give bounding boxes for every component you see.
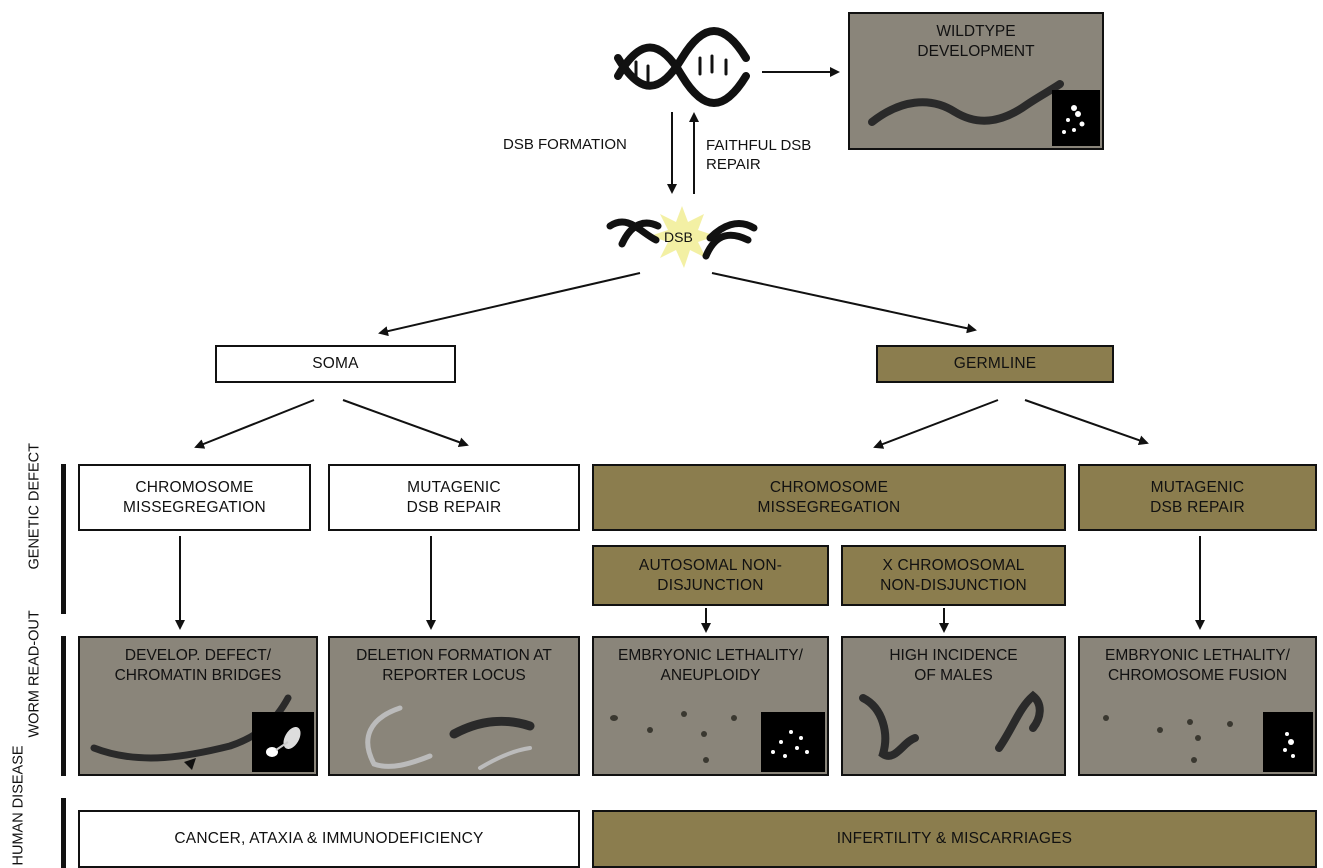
soma-missegregation-label: CHROMOSOME MISSEGREGATION — [123, 478, 266, 516]
soma-mutagenic-label: MUTAGENIC DSB REPAIR — [406, 478, 502, 516]
soma-missegregation-box: CHROMOSOME MISSEGREGATION — [78, 464, 311, 531]
worm-image — [859, 690, 1044, 760]
x-chromosomal-box: X CHROMOSOMAL NON-DISJUNCTION — [841, 545, 1066, 606]
soma-label: SOMA — [312, 355, 359, 372]
high-incidence-males-caption: HIGH INCIDENCE OF MALES — [889, 647, 1018, 684]
deletion-formation-caption: DELETION FORMATION AT REPORTER LOCUS — [356, 647, 552, 684]
germline-label: GERMLINE — [953, 355, 1037, 372]
embryonic-aneuploidy-micrograph: EMBRYONIC LETHALITY/ ANEUPLOIDY — [592, 636, 829, 776]
human-disease-bar — [61, 798, 66, 868]
human-disease-label: HUMAN DISEASE — [10, 745, 27, 866]
fusion-inset — [1263, 712, 1313, 772]
worm-image — [365, 705, 535, 770]
embryonic-fusion-micrograph: EMBRYONIC LETHALITY/ CHROMOSOME FUSION — [1078, 636, 1317, 776]
autosomal-label: AUTOSOMAL NON-DISJUNCTION — [638, 556, 783, 594]
develop-defect-micrograph: DEVELOP. DEFECT/ CHROMATIN BRIDGES — [78, 636, 318, 776]
autosomal-box: AUTOSOMAL NON-DISJUNCTION — [592, 545, 829, 606]
germ-missegregation-box: CHROMOSOME MISSEGREGATION — [592, 464, 1066, 531]
embryo-image — [610, 711, 737, 763]
arrow-to-germline — [711, 272, 977, 334]
wildtype-micrograph: WILDTYPE DEVELOPMENT — [848, 12, 1104, 150]
worm-readout-bar — [61, 636, 66, 776]
wildtype-caption: WILDTYPE DEVELOPMENT — [917, 23, 1035, 60]
soma-mutagenic-box: MUTAGENIC DSB REPAIR — [328, 464, 580, 531]
deletion-formation-micrograph: DELETION FORMATION AT REPORTER LOCUS — [328, 636, 580, 776]
chromatin-bridge-inset — [252, 712, 314, 772]
embryo-image — [1103, 715, 1233, 763]
germline-disease-label: INFERTILITY & MISCARRIAGES — [836, 830, 1073, 847]
soma-disease-box: CANCER, ATAXIA & IMMUNODEFICIENCY — [78, 810, 580, 868]
arrow-to-soma — [378, 272, 641, 337]
wildtype-inset — [1052, 90, 1100, 146]
soma-disease-label: CANCER, ATAXIA & IMMUNODEFICIENCY — [174, 830, 484, 847]
aneuploidy-inset — [761, 712, 825, 772]
germline-box: GERMLINE — [876, 345, 1114, 383]
germ-mutagenic-label: MUTAGENIC DSB REPAIR — [1150, 478, 1245, 516]
genetic-defect-bar — [61, 464, 66, 614]
genetic-defect-label: GENETIC DEFECT — [26, 443, 43, 570]
embryonic-aneuploidy-caption: EMBRYONIC LETHALITY/ ANEUPLOIDY — [618, 647, 803, 684]
high-incidence-males-micrograph: HIGH INCIDENCE OF MALES — [841, 636, 1066, 776]
faithful-repair-label: FAITHFUL DSB REPAIR — [706, 137, 812, 173]
dna-helix-icon — [614, 27, 750, 107]
broken-dna-icon — [606, 218, 758, 260]
dsb-burst-icon — [650, 206, 716, 268]
dsb-label: DSB — [664, 229, 693, 245]
embryonic-fusion-caption: EMBRYONIC LETHALITY/ CHROMOSOME FUSION — [1105, 647, 1290, 684]
develop-defect-caption: DEVELOP. DEFECT/ CHROMATIN BRIDGES — [114, 647, 282, 684]
germline-disease-box: INFERTILITY & MISCARRIAGES — [592, 810, 1317, 868]
soma-box: SOMA — [215, 345, 456, 383]
x-chromosomal-label: X CHROMOSOMAL NON-DISJUNCTION — [880, 556, 1027, 594]
worm-readout-label: WORM READ-OUT — [26, 610, 43, 738]
dsb-formation-label: DSB FORMATION — [503, 136, 627, 153]
worm-image — [868, 80, 1064, 126]
germ-missegregation-label: CHROMOSOME MISSEGREGATION — [757, 478, 901, 516]
germ-mutagenic-box: MUTAGENIC DSB REPAIR — [1078, 464, 1317, 531]
